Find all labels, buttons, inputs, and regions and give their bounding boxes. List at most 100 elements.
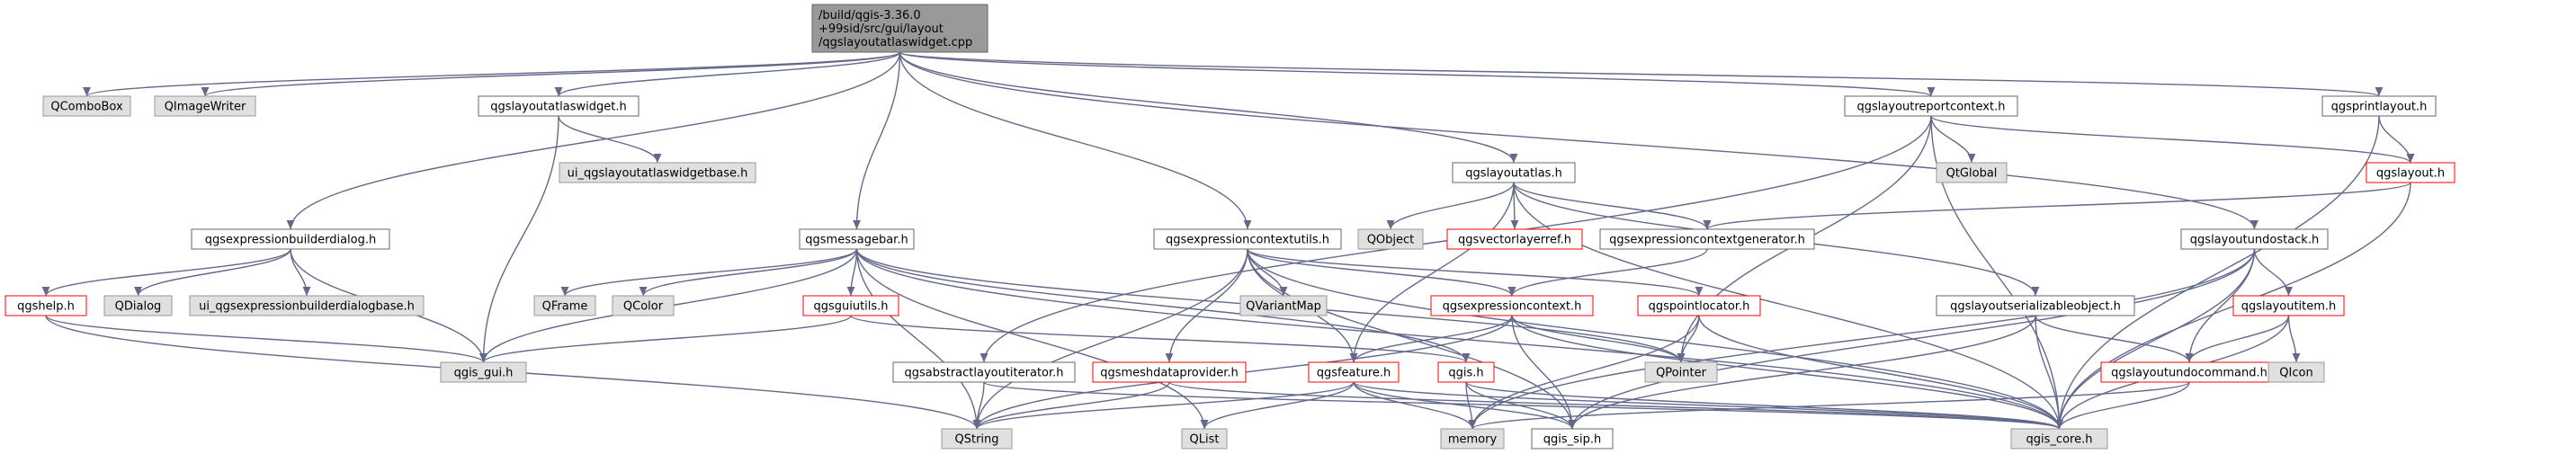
node-qgslayoutatlas-h[interactable]: qgslayoutatlas.h (1452, 162, 1576, 183)
edge-qgsexpressioncontext_h-to-qpointer (1511, 315, 1686, 363)
edge-qgsexpressioncontextutils_h-to-qstring (972, 248, 1248, 430)
node-label: memory (1448, 433, 1498, 447)
node-label: QColor (623, 300, 664, 314)
node-qgsprintlayout-h[interactable]: qgsprintlayout.h (2321, 95, 2437, 117)
edge-qgslayoutatlas_h-to-qgsexpressioncontextgenerator_h (1513, 182, 1712, 230)
node-qicon[interactable]: QIcon (2267, 361, 2325, 383)
node-qgsexpressioncontextgenerator-h[interactable]: qgsexpressioncontextgenerator.h (1599, 228, 1815, 250)
node-qgsexpressionbuilderdialog-h[interactable]: qgsexpressionbuilderdialog.h (191, 228, 390, 250)
node-label: QVariantMap (1246, 300, 1321, 314)
node-qgsfeature-h[interactable]: qgsfeature.h (1308, 361, 1400, 383)
node-label: qgsexpressionbuilderdialog.h (205, 234, 377, 247)
node-ui-atlaswidgetbase[interactable]: ui_qgslayoutatlaswidgetbase.h (559, 162, 756, 183)
edge-qgsexpressioncontextutils_h-to-qgis_sip_h (1247, 248, 1577, 430)
node-qgslayoutatlaswidget-h[interactable]: qgslayoutatlaswidget.h (478, 95, 640, 117)
node-box (802, 295, 899, 316)
node-qvariantmap[interactable]: QVariantMap (1239, 295, 1328, 316)
edge-qgsexpressioncontextutils_h-to-qgspointlocator_h (1247, 248, 1704, 297)
node-qimagewriter[interactable]: QImageWriter (154, 95, 256, 117)
node-qgshelp-h[interactable]: qgshelp.h (4, 295, 87, 316)
node-box (1153, 228, 1342, 250)
edge-qgsfeature_h-to-qgis_core_h (1353, 381, 2063, 430)
node-qgis-h[interactable]: qgis.h (1437, 361, 1495, 383)
node-qgslayout-h[interactable]: qgslayout.h (2366, 162, 2455, 183)
node-box (189, 295, 425, 316)
edge-root-to-qgslayoutatlas_h (899, 51, 1518, 164)
node-qgslayoutitem-h[interactable]: qgslayoutitem.h (2232, 295, 2345, 316)
node-box (2366, 162, 2455, 183)
edge-qgsexpressioncontextutils_h-to-qgis_core_h (1247, 248, 2063, 430)
edge-qgsexpressionbuilderdialog_h-to-qdialog (134, 248, 291, 297)
node-qtglobal[interactable]: QtGlobal (1936, 162, 2008, 183)
node-qgis-sip-h[interactable]: qgis_sip.h (1531, 428, 1614, 450)
node-qcombobox[interactable]: QComboBox (42, 95, 131, 117)
edge-qgslayoutundostack_h-to-memory (1468, 248, 2256, 430)
edge-qgsexpressionbuilderdialog_h-to-ui_exprbuilderdialogbase (290, 248, 311, 297)
node-label: QComboBox (50, 101, 123, 114)
edge-qgshelp_h-to-qgis_gui_h (45, 315, 487, 363)
node-label: qgshelp.h (17, 300, 75, 314)
edge-qgslayoutundostack_h-to-qgslayoutitem_h (2253, 248, 2293, 297)
node-qlist[interactable]: QList (1181, 428, 1228, 450)
node-label: qgslayoutserializableobject.h (1950, 300, 2121, 314)
node-qgslayoutundostack-h[interactable]: qgslayoutundostack.h (2180, 228, 2329, 250)
node-label: qgis_sip.h (1543, 433, 1601, 447)
edge-qgslayoutatlas_h-to-qgsfeature_h (1349, 182, 1515, 363)
node-box (2321, 95, 2437, 117)
node-qgsguiutils-h[interactable]: qgsguiutils.h (802, 295, 899, 316)
node-qstring[interactable]: QString (941, 428, 1013, 450)
edge-qgslayoutatlas_h-to-qobject (1386, 182, 1515, 230)
node-label: qgsmeshdataprovider.h (1100, 367, 1239, 380)
node-qgsmessagebar-h[interactable]: qgsmessagebar.h (799, 228, 915, 250)
edge-qgslayoutserializableobject_h-to-qgis_core_h (2035, 315, 2063, 430)
node-memory[interactable]: memory (1440, 428, 1505, 450)
nodes-layer: /build/qgis-3.36.0+99sid/src/gui/layout/… (4, 4, 2455, 450)
edge-qgsfeature_h-to-memory (1353, 381, 1477, 430)
node-label: QList (1190, 433, 1220, 447)
node-label: qgslayoutreportcontext.h (1857, 101, 2006, 114)
node-qgis-gui-h[interactable]: qgis_gui.h (440, 361, 527, 383)
node-label: ui_qgsexpressionbuilderdialogbase.h (199, 300, 415, 314)
node-label: QFrame (542, 300, 588, 314)
node-qgslayoutreportcontext-h[interactable]: qgslayoutreportcontext.h (1844, 95, 2018, 117)
edge-qgsfeature_h-to-qgis_sip_h (1353, 381, 1577, 430)
node-box (1452, 162, 1576, 183)
node-label: qgslayoutundostack.h (2190, 234, 2319, 247)
node-qdialog[interactable]: QDialog (103, 295, 173, 316)
node-qcolor[interactable]: QColor (612, 295, 675, 316)
node-box (1092, 361, 1247, 383)
node-qgslayoutserializableobject-h[interactable]: qgslayoutserializableobject.h (1936, 295, 2135, 316)
node-box (1936, 295, 2135, 316)
node-qgslayoutundocommand-h[interactable]: qgslayoutundocommand.h (2100, 361, 2278, 383)
node-qpointer[interactable]: QPointer (1644, 361, 1718, 383)
node-qgsvectorlayerref-h[interactable]: qgsvectorlayerref.h (1446, 228, 1583, 250)
node-label: QIcon (2279, 367, 2312, 380)
edge-qgsexpressioncontextgenerator_h-to-qgsexpressioncontext_h (1507, 248, 1708, 297)
node-ui-exprbuilderdialogbase[interactable]: ui_qgsexpressionbuilderdialogbase.h (189, 295, 425, 316)
edge-qgslayoutserializableobject_h-to-qgis_sip_h (1568, 315, 2036, 430)
node-box (4, 295, 87, 316)
node-qgsexpressioncontext-h[interactable]: qgsexpressioncontext.h (1430, 295, 1594, 316)
edge-qgsmessagebar_h-to-qgis_core_h (855, 248, 2063, 430)
edge-qgsfeature_h-to-qlist (1200, 381, 1355, 430)
node-label: qgis_gui.h (454, 367, 514, 380)
node-box (1637, 295, 1761, 316)
edge-root-to-qimagewriter (201, 51, 901, 97)
node-qgsabstractlayoutiterator-h[interactable]: qgsabstractlayoutiterator.h (892, 361, 1076, 383)
node-qframe[interactable]: QFrame (533, 295, 596, 316)
node-label: qgslayoutatlaswidget.h (490, 101, 626, 114)
edge-root-to-qgsexpressionbuilderdialog_h (286, 51, 901, 230)
edge-root-to-qgsexpressioncontextutils_h (899, 51, 1252, 230)
node-qgis-core-h[interactable]: qgis_core.h (2010, 428, 2108, 450)
node-label: qgsvectorlayerref.h (1458, 234, 1571, 247)
node-qgsmeshdataprovider-h[interactable]: qgsmeshdataprovider.h (1092, 361, 1247, 383)
node-root[interactable]: /build/qgis-3.36.0+99sid/src/gui/layout/… (811, 4, 988, 53)
node-label: qgis_core.h (2026, 433, 2093, 447)
node-label: qgslayout.h (2376, 167, 2445, 181)
node-qobject[interactable]: QObject (1357, 228, 1424, 250)
node-qgsexpressioncontextutils-h[interactable]: qgsexpressioncontextutils.h (1153, 228, 1342, 250)
node-box (1446, 228, 1583, 250)
node-qgspointlocator-h[interactable]: qgspointlocator.h (1637, 295, 1761, 316)
node-box (1440, 428, 1505, 450)
